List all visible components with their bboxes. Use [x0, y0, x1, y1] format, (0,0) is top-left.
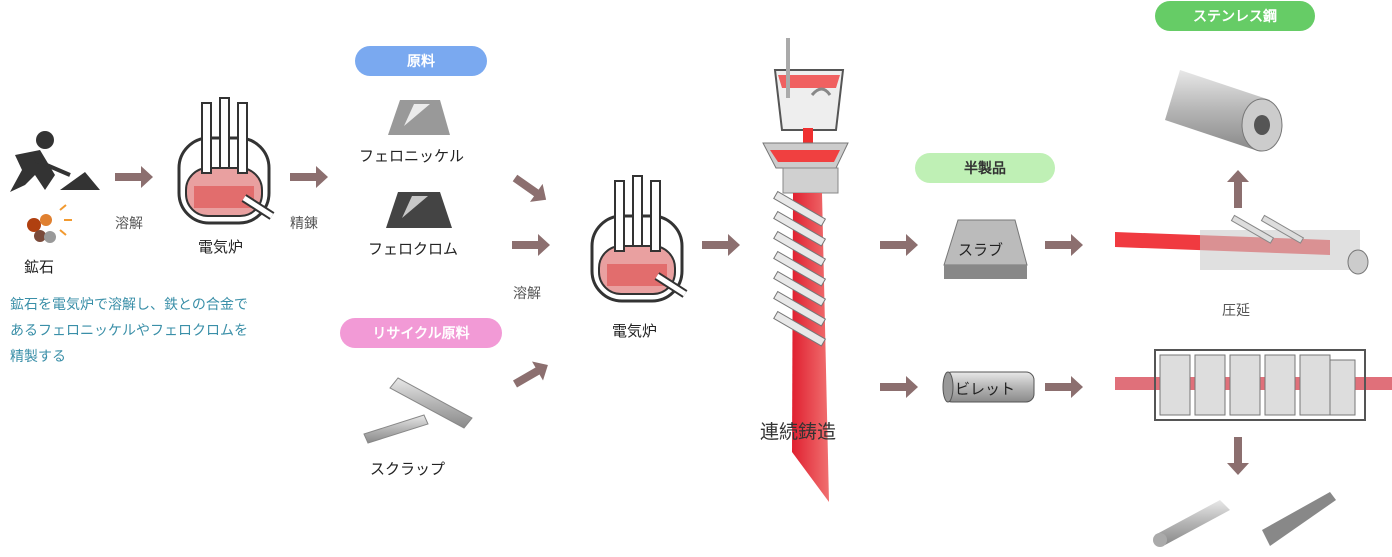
ore-label: 鉱石 [24, 258, 55, 276]
scrap-icon [363, 377, 473, 444]
continuous-casting-label: 連続鋳造 [760, 421, 837, 443]
continuous-casting-icon [762, 38, 849, 502]
ore-icon [27, 204, 72, 243]
furnace-label-2: 電気炉 [612, 322, 658, 340]
rolling-label: 圧延 [1222, 303, 1250, 319]
billet-label: ビレット [955, 380, 1016, 398]
arrow-icon [290, 166, 328, 188]
raw-materials-pill: 原料 [355, 46, 487, 76]
arrow-icon [880, 376, 918, 398]
scrap-label: スクラップ [370, 460, 446, 478]
slab-icon [943, 219, 1028, 279]
stainless-steel-pill: ステンレス鋼 [1155, 1, 1315, 31]
arrow-icon [512, 234, 550, 256]
arrow-icon [1045, 234, 1083, 256]
furnace-label: 電気炉 [198, 238, 244, 256]
arrow-icon [702, 234, 740, 256]
arrow-icon [508, 168, 553, 209]
process-note: 鉱石を電気炉で溶解し、鉄との合金であるフェロニッケルやフェロクロムを精製する [10, 297, 248, 365]
arrow-icon [509, 355, 554, 394]
slab-label: スラブ [958, 241, 1004, 259]
arrow-icon [880, 234, 918, 256]
arrow-icon [1045, 376, 1083, 398]
melting-label-2: 溶解 [513, 286, 541, 302]
ferronickel-label: フェロニッケル [359, 147, 465, 165]
worker-icon [10, 131, 100, 192]
semi-products-pill: 半製品 [915, 153, 1055, 183]
electric-furnace-icon [592, 176, 685, 301]
refining-label: 精錬 [290, 216, 318, 232]
arrow-down-icon [1227, 437, 1249, 475]
bar-rolling-icon [1115, 349, 1392, 421]
rolling-mill-icon [1115, 214, 1369, 275]
stainless-coil-icon [1165, 70, 1283, 152]
electric-furnace-icon [179, 98, 272, 223]
recycled-materials-pill: リサイクル原料 [340, 318, 502, 348]
melting-label: 溶解 [115, 216, 143, 232]
ferronickel-icon [388, 100, 450, 135]
billet-icon [942, 371, 1035, 403]
arrow-up-icon [1227, 170, 1249, 208]
stainless-bars-icon [1153, 492, 1336, 547]
arrow-icon [115, 166, 153, 188]
ferrochrome-icon [386, 192, 452, 228]
ferrochrome-label: フェロクロム [368, 240, 459, 258]
